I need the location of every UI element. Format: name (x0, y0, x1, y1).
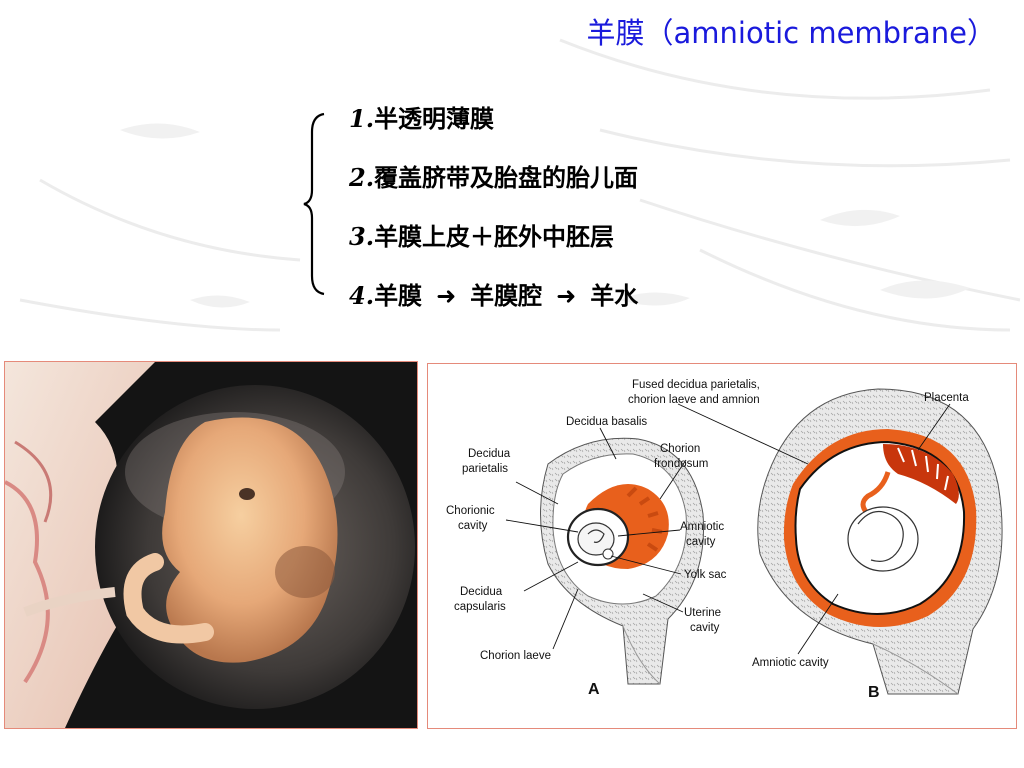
point-text: 半透明薄膜 (374, 104, 495, 133)
point-item: 2.覆盖脐带及胎盘的胎儿面 (349, 155, 638, 214)
point-number: 4. (349, 281, 375, 310)
amnion-diagram: A Decidua basalis Decidua parietalis Cho… (427, 363, 1017, 729)
label-yolk-sac: Yolk sac (684, 569, 727, 581)
point-number: 1. (349, 104, 375, 133)
label-placenta: Placenta (924, 392, 969, 404)
label-chorion-frondosum: Chorion (660, 443, 700, 455)
figure-b-letter: B (868, 684, 880, 701)
right-arrow-icon: ➜ (436, 282, 457, 310)
label-chorion-laeve: Chorion laeve (480, 650, 551, 662)
label-amniotic-cavity-2: cavity (686, 536, 716, 548)
label-decidua-capsularis-2: capsularis (454, 601, 506, 613)
point-item: 1.半透明薄膜 (349, 96, 638, 155)
point-item: 3.羊膜上皮＋胚外中胚层 (349, 214, 638, 273)
point-text: 覆盖脐带及胎盘的胎儿面 (374, 163, 639, 192)
left-brace-icon (303, 112, 325, 296)
slide-title: 羊膜（amniotic membrane） (586, 16, 996, 50)
label-uterine-cavity: Uterine (684, 607, 721, 619)
point-text: 羊膜上皮＋胚外中胚层 (374, 222, 615, 251)
key-points-list: 1.半透明薄膜 2.覆盖脐带及胎盘的胎儿面 3.羊膜上皮＋胚外中胚层 4.羊膜 ➜… (349, 96, 638, 332)
figure-b: B Fused decidua parietalis, chorion laev… (628, 379, 1003, 701)
label-fused-decidua: Fused decidua parietalis, (632, 379, 760, 391)
label-decidua-parietalis: Decidua (468, 448, 511, 460)
amnion-diagram-svg: A Decidua basalis Decidua parietalis Cho… (446, 379, 1003, 701)
point-text: 羊膜 (374, 281, 423, 310)
figure-a-letter: A (588, 681, 600, 698)
label-chorionic-cavity-2: cavity (458, 520, 488, 532)
figure-a: A Decidua basalis Decidua parietalis Cho… (446, 416, 727, 698)
point-number: 3. (349, 222, 375, 251)
embryo-photo-illustration (5, 362, 417, 728)
label-fused-decidua-2: chorion laeve and amnion (628, 394, 760, 406)
label-decidua-parietalis-2: parietalis (462, 463, 508, 475)
point-text: 羊水 (590, 281, 639, 310)
label-amniotic-cavity-b: Amniotic cavity (752, 657, 829, 669)
label-chorionic-cavity: Chorionic (446, 505, 495, 517)
point-text: 羊膜腔 (470, 281, 543, 310)
right-arrow-icon: ➜ (556, 282, 577, 310)
label-decidua-basalis: Decidua basalis (566, 416, 647, 428)
label-decidua-capsularis: Decidua (460, 586, 503, 598)
point-number: 2. (349, 163, 375, 192)
label-amniotic-cavity: Amniotic (680, 521, 724, 533)
label-uterine-cavity-2: cavity (690, 622, 720, 634)
embryo-photo (4, 361, 418, 729)
point-item: 4.羊膜 ➜ 羊膜腔 ➜ 羊水 (349, 273, 638, 332)
label-chorion-frondosum-2: frondosum (654, 458, 708, 470)
